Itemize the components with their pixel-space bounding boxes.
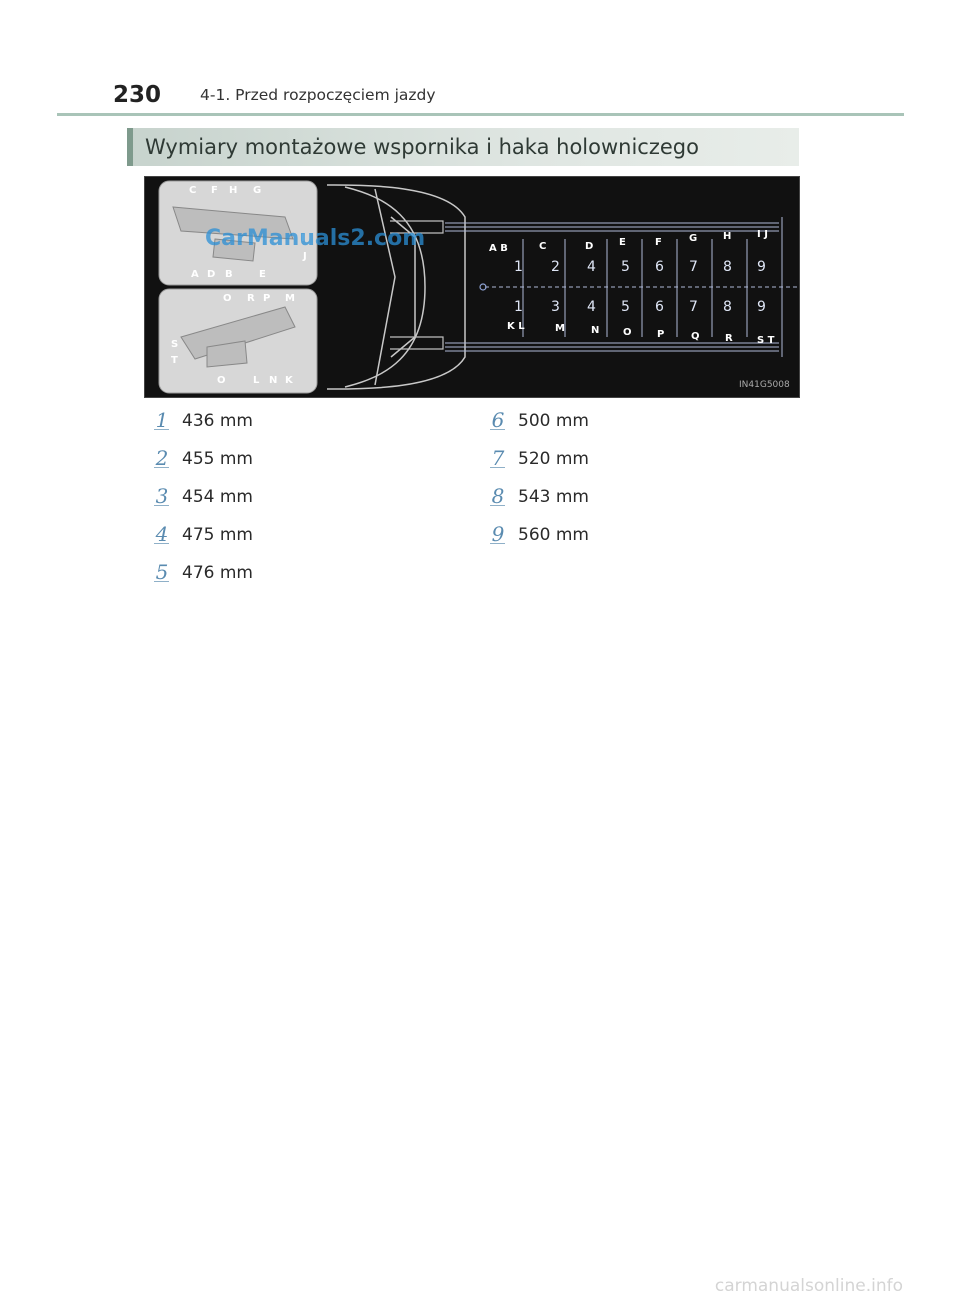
measurement-value: 476 mm bbox=[182, 563, 253, 583]
page-number: 230 bbox=[113, 82, 162, 108]
callout-label: M bbox=[285, 293, 295, 304]
upper-letter: G bbox=[689, 233, 697, 244]
upper-number: 7 bbox=[689, 259, 698, 275]
lower-letter-row: K L M N O P Q R S T bbox=[507, 321, 775, 346]
lower-letter: O bbox=[623, 327, 632, 338]
callout-label: P bbox=[263, 293, 270, 304]
callout-label: B bbox=[225, 269, 233, 280]
measurement-number: 3 bbox=[152, 484, 172, 508]
lower-letter: S T bbox=[757, 335, 775, 346]
lower-number: 7 bbox=[689, 299, 698, 315]
callout-label: O bbox=[217, 375, 226, 386]
dimension-lines bbox=[445, 217, 799, 357]
heading-text: Wymiary montażowe wspornika i haka holow… bbox=[145, 135, 699, 159]
upper-letter: A B bbox=[489, 243, 508, 254]
upper-number: 8 bbox=[723, 259, 732, 275]
figure-watermark: CarManuals2.com bbox=[205, 226, 425, 251]
measurement-value: 475 mm bbox=[182, 525, 253, 545]
callout-label: F bbox=[211, 185, 218, 196]
footer-watermark: carmanualsonline.info bbox=[714, 1276, 903, 1296]
bottom-inset-callouts: O R P M S T O L N K bbox=[171, 293, 295, 386]
lower-number-row: 1 3 4 5 6 7 8 9 bbox=[514, 299, 766, 315]
measurement-number: 7 bbox=[488, 446, 508, 470]
lower-letter: M bbox=[555, 323, 565, 334]
upper-letter: H bbox=[723, 231, 731, 242]
top-inset-callouts: C F H G I J A D B E bbox=[189, 185, 307, 280]
lower-number: 3 bbox=[551, 299, 560, 315]
lower-number: 4 bbox=[587, 299, 596, 315]
measurement-value: 436 mm bbox=[182, 411, 253, 431]
lower-number: 8 bbox=[723, 299, 732, 315]
lower-number: 1 bbox=[514, 299, 523, 315]
measurement-number: 2 bbox=[152, 446, 172, 470]
measurement-value: 520 mm bbox=[518, 449, 589, 469]
upper-letter: C bbox=[539, 241, 546, 252]
figure-code: IN41G5008 bbox=[739, 380, 790, 390]
lower-letter: K L bbox=[507, 321, 525, 332]
header-rule bbox=[57, 113, 904, 116]
upper-letter: D bbox=[585, 241, 593, 252]
callout-label: R bbox=[247, 293, 255, 304]
upper-letter: F bbox=[655, 237, 662, 248]
inset-detail bbox=[172, 206, 296, 368]
section-title: 4-1. Przed rozpoczęciem jazdy bbox=[200, 86, 436, 104]
callout-label: G bbox=[253, 185, 261, 196]
callout-label: L bbox=[253, 375, 260, 386]
lower-number: 5 bbox=[621, 299, 630, 315]
upper-number-row: 1 2 4 5 6 7 8 9 bbox=[514, 259, 766, 275]
upper-letter: E bbox=[619, 237, 626, 248]
callout-label: D bbox=[207, 269, 215, 280]
measurement-value: 500 mm bbox=[518, 411, 589, 431]
car-outline bbox=[326, 184, 466, 390]
measurement-number: 4 bbox=[152, 522, 172, 546]
lower-letter: Q bbox=[691, 331, 700, 342]
lower-number: 9 bbox=[757, 299, 766, 315]
callout-label: J bbox=[302, 251, 307, 262]
upper-number: 1 bbox=[514, 259, 523, 275]
heading-accent bbox=[127, 128, 133, 166]
upper-letter-row: A B C D E F G H I J bbox=[489, 229, 768, 254]
upper-number: 9 bbox=[757, 259, 766, 275]
heading-bar: Wymiary montażowe wspornika i haka holow… bbox=[127, 128, 799, 166]
callout-label: S bbox=[171, 339, 178, 350]
callout-label: T bbox=[171, 355, 178, 366]
callout-label: A bbox=[191, 269, 199, 280]
upper-number: 4 bbox=[587, 259, 596, 275]
callout-label: K bbox=[285, 375, 294, 386]
diagram-svg: A B C D E F G H I J 1 2 4 5 6 7 8 9 1 3 … bbox=[158, 180, 799, 394]
lower-letter: P bbox=[657, 329, 664, 340]
measurement-number: 1 bbox=[152, 408, 172, 432]
measurement-number: 8 bbox=[488, 484, 508, 508]
measurement-number: 6 bbox=[488, 408, 508, 432]
callout-label: H bbox=[229, 185, 237, 196]
lower-letter: R bbox=[725, 333, 733, 344]
measurement-number: 9 bbox=[488, 522, 508, 546]
callout-label: N bbox=[269, 375, 277, 386]
callout-label: C bbox=[189, 185, 196, 196]
lower-number: 6 bbox=[655, 299, 664, 315]
bracket-lines bbox=[390, 220, 444, 350]
callout-label: I bbox=[301, 233, 305, 244]
callout-label: O bbox=[223, 293, 232, 304]
measurement-number: 5 bbox=[152, 560, 172, 584]
callout-label: E bbox=[259, 269, 266, 280]
center-marker bbox=[479, 283, 487, 291]
upper-number: 2 bbox=[551, 259, 560, 275]
mounting-diagram: A B C D E F G H I J 1 2 4 5 6 7 8 9 1 3 … bbox=[144, 176, 800, 398]
measurement-value: 454 mm bbox=[182, 487, 253, 507]
measurement-value: 455 mm bbox=[182, 449, 253, 469]
upper-number: 5 bbox=[621, 259, 630, 275]
lower-letter: N bbox=[591, 325, 599, 336]
measurement-value: 543 mm bbox=[518, 487, 589, 507]
upper-letter: I J bbox=[757, 229, 768, 240]
upper-number: 6 bbox=[655, 259, 664, 275]
measurement-value: 560 mm bbox=[518, 525, 589, 545]
